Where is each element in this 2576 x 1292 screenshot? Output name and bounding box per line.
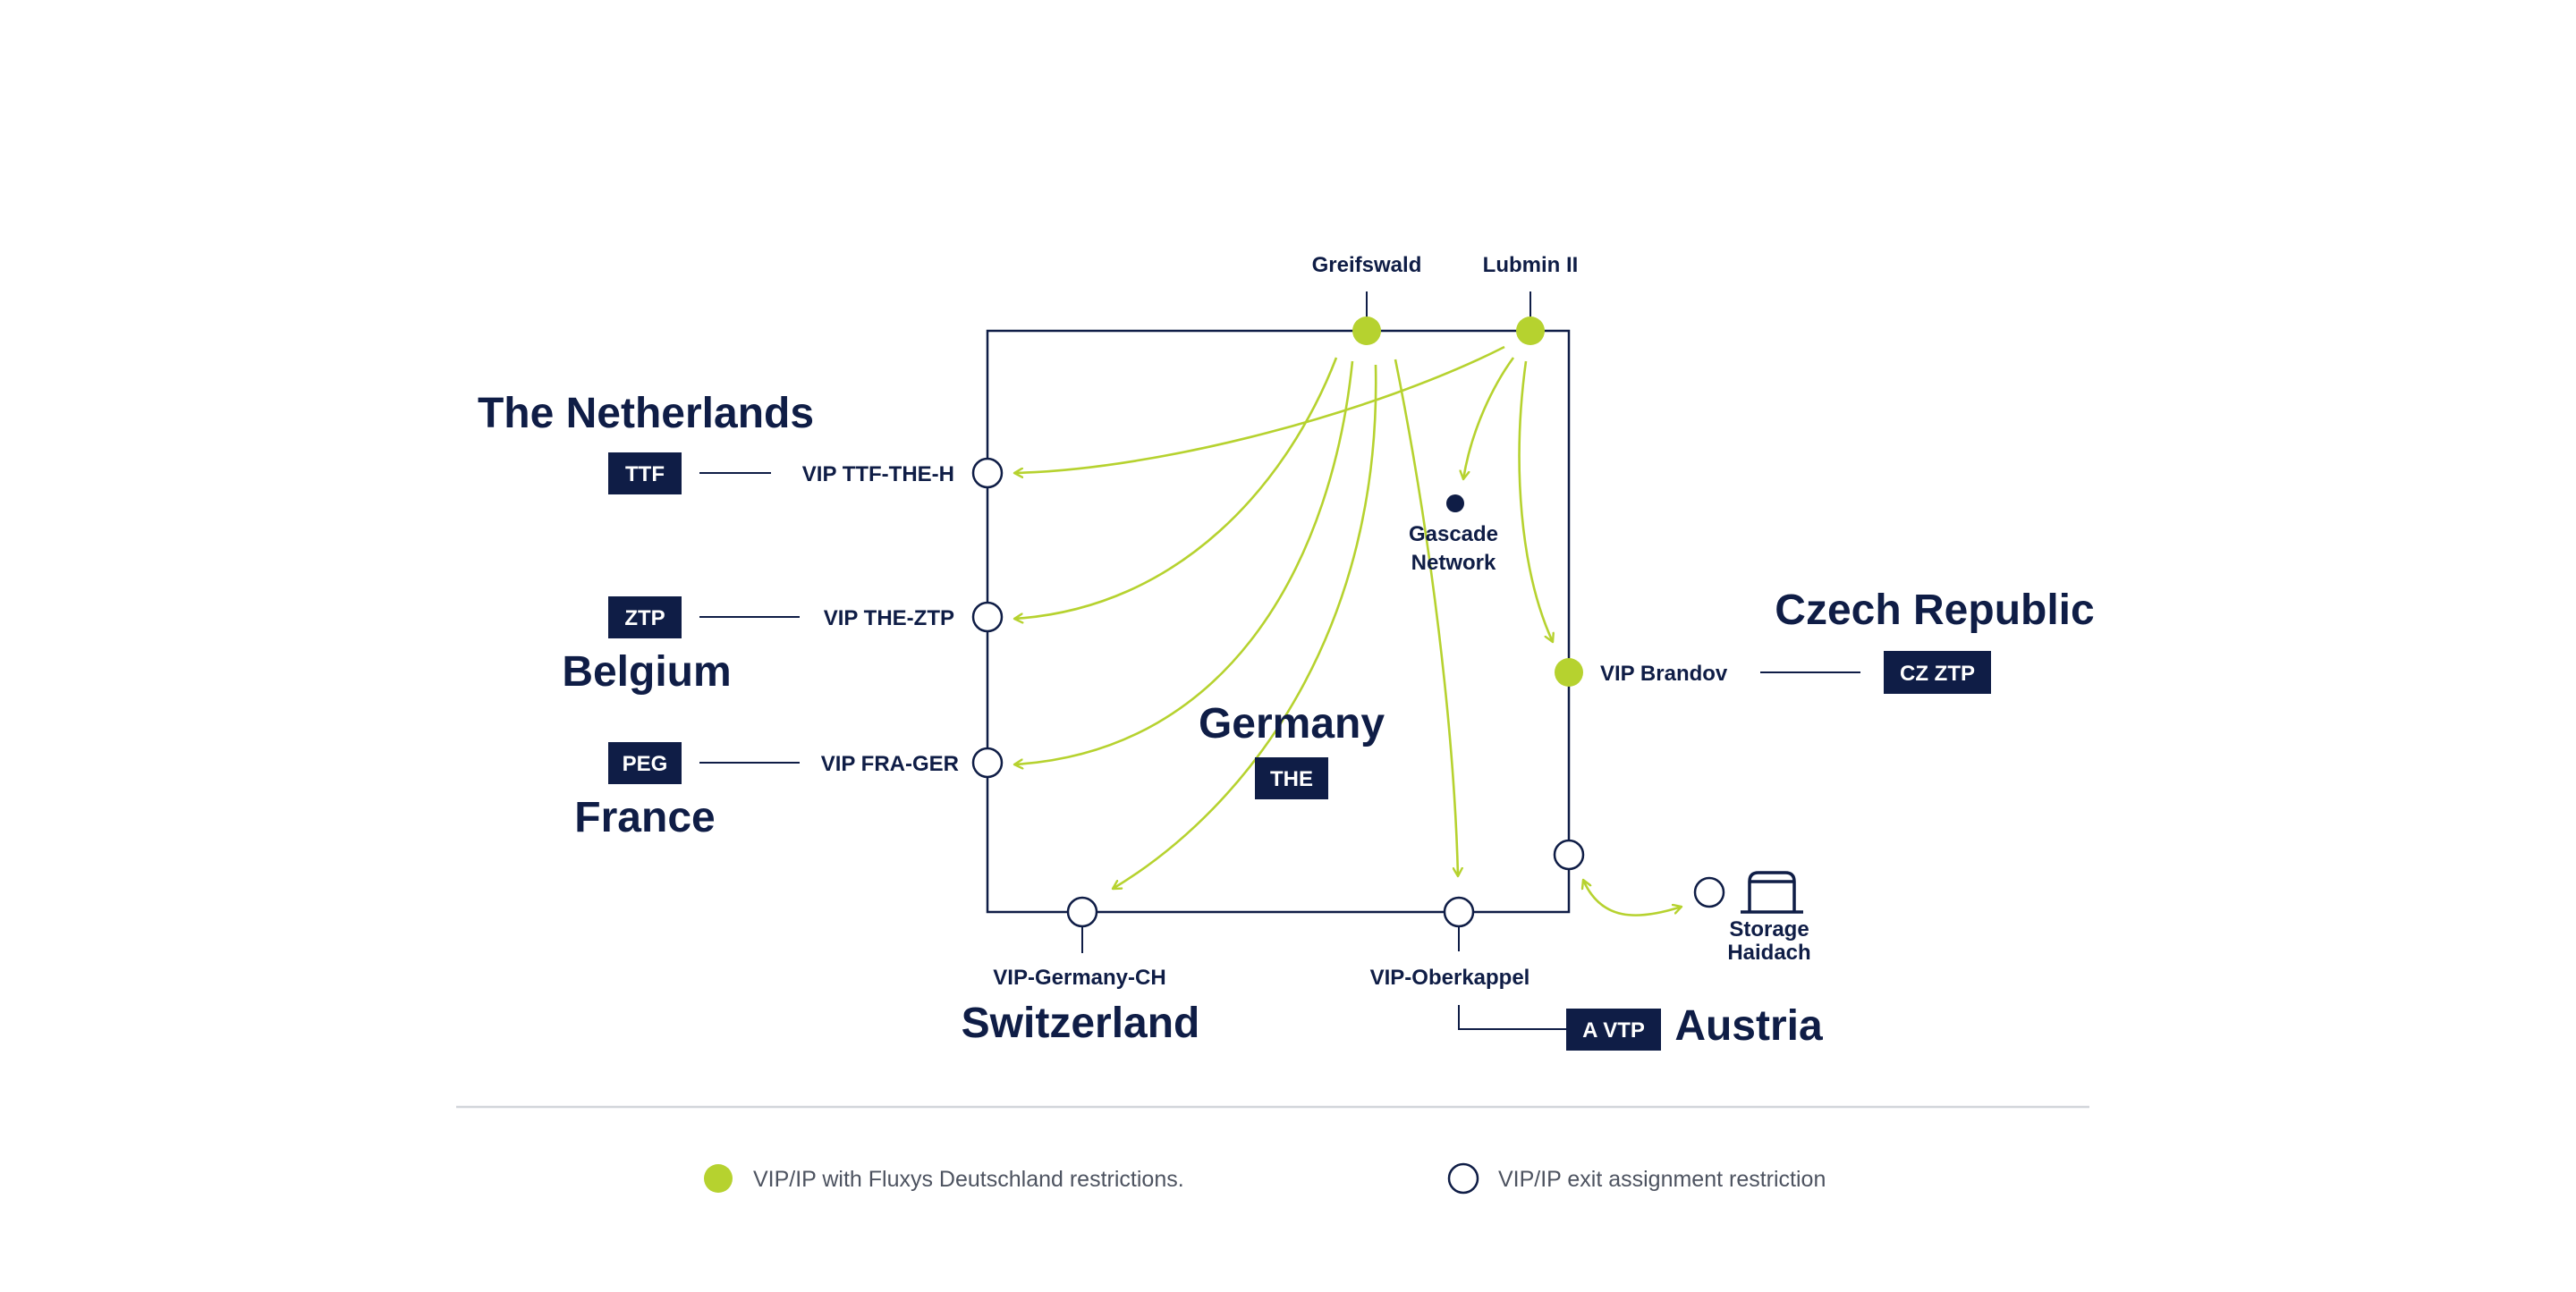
connector-lines (699, 291, 1860, 1030)
legend-hollow-marker (1447, 1162, 1479, 1195)
legend-hollow-label: VIP/IP exit assignment restriction (1498, 1167, 1826, 1192)
lubmin-point (1516, 317, 1545, 345)
cz-ztp-badge (1884, 651, 1991, 694)
the-badge-label: THE (1270, 767, 1313, 791)
greifswald-label: Greifswald (1312, 253, 1422, 277)
storage-point (1693, 876, 1725, 908)
lubmin-label: Lubmin II (1483, 253, 1579, 277)
gascade-label-line1: Gascade (1409, 522, 1498, 546)
cz-ztp-badge-label: CZ ZTP (1900, 662, 1975, 686)
switzerland-title: Switzerland (962, 1000, 1200, 1047)
flow-greifswald-to-switzerland (1113, 364, 1377, 889)
the-ztp-point (971, 601, 1004, 633)
a-vtp-badge (1566, 1009, 1661, 1051)
vip-brandov-label: VIP Brandov (1600, 662, 1728, 686)
vip-fra-ger-label: VIP FRA-GER (821, 752, 959, 776)
flow-lubmin-to-brandov (1518, 360, 1553, 642)
legend: VIP/IP with Fluxys Deutschland restricti… (704, 1162, 1826, 1195)
ztp-badge (608, 596, 682, 638)
ttf-badge-label: TTF (625, 462, 665, 486)
france-title: France (574, 794, 715, 841)
flow-greifswald-to-oberkappel (1394, 359, 1458, 876)
vip-ttf-the-label: VIP TTF-THE-H (802, 462, 954, 486)
flow-greifswald-to-ztp (1014, 357, 1338, 619)
ttf-the-point (971, 457, 1004, 489)
a-vtp-badge-label: A VTP (1582, 1018, 1645, 1043)
ztp-badge-label: ZTP (624, 606, 665, 630)
storage-label-line2: Haidach (1727, 941, 1810, 965)
austria-exit-point (1553, 839, 1585, 871)
the-badge (1255, 757, 1328, 799)
vip-oberkappel-label: VIP-Oberkappel (1370, 966, 1530, 990)
flow-lubmin-to-gascade (1463, 357, 1515, 479)
germany-title: Germany (1199, 700, 1385, 747)
gascade-label-line2: Network (1411, 551, 1496, 575)
flow-greifswald-to-peg (1014, 360, 1354, 764)
belgium-title: Belgium (562, 648, 731, 696)
legend-filled-label: VIP/IP with Fluxys Deutschland restricti… (753, 1167, 1184, 1192)
vip-germany-ch-label: VIP-Germany-CH (993, 966, 1165, 990)
vip-the-ztp-label: VIP THE-ZTP (824, 606, 954, 630)
germany-ch-point (1066, 896, 1098, 928)
peg-badge-label: PEG (623, 752, 668, 776)
peg-badge (608, 742, 682, 784)
austria-connector (1458, 1005, 1567, 1030)
flow-austria-storage (1583, 880, 1682, 916)
flow-arrows (1014, 345, 1682, 916)
austria-title: Austria (1674, 1002, 1823, 1050)
ttf-badge (608, 452, 682, 494)
oberkappel-point (1443, 896, 1475, 928)
brandov-point (1555, 658, 1583, 687)
legend-filled-marker (704, 1164, 733, 1193)
fra-ger-point (971, 747, 1004, 779)
netherlands-title: The Netherlands (478, 390, 814, 437)
storage-tank-icon (1741, 871, 1803, 914)
flow-lubmin-to-ttf (1014, 345, 1505, 473)
gascade-node (1446, 494, 1464, 512)
greifswald-point (1352, 317, 1381, 345)
czech-title: Czech Republic (1775, 587, 2094, 634)
storage-label-line1: Storage (1729, 917, 1809, 942)
